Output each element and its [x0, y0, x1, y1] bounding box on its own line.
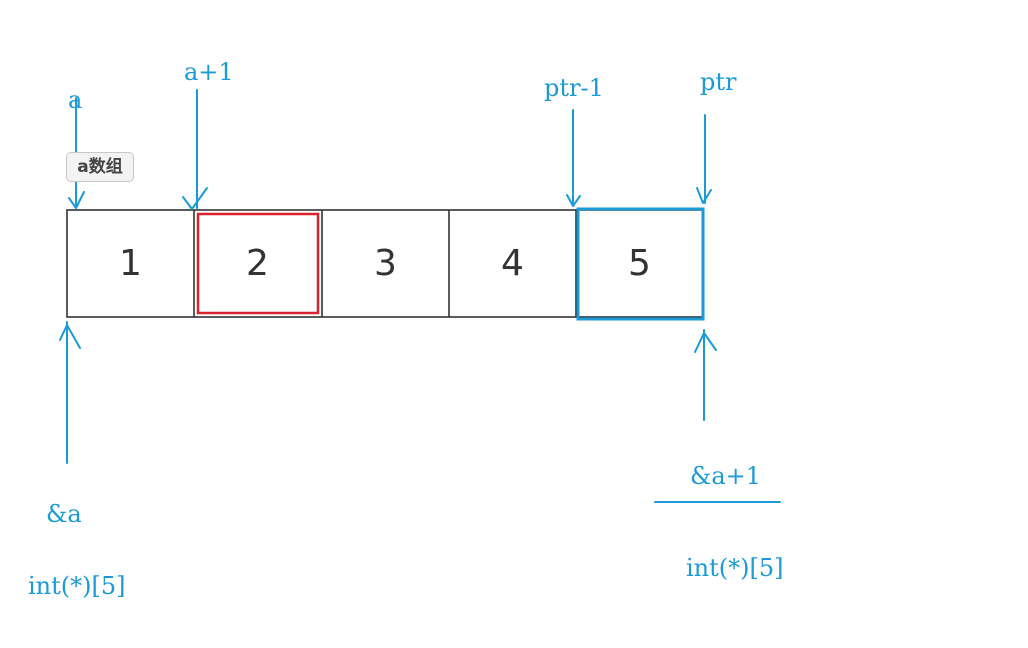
array-name-tag: a数组: [66, 152, 134, 182]
label-ptr: ptr: [700, 68, 737, 96]
arrow-ptr: [696, 114, 712, 204]
label-a-plus-1: a+1: [184, 58, 234, 86]
highlight-element-2: [196, 212, 320, 315]
arrow-a-plus-1: [182, 89, 208, 210]
label-address-of-a: &a: [46, 500, 82, 528]
arrow-address-of-a-plus-1: [694, 329, 717, 421]
label-address-of-a-type: int(*)[5]: [28, 572, 126, 600]
label-address-of-a-plus-1: &a+1: [690, 462, 762, 490]
label-ptr-minus-1: ptr-1: [544, 74, 604, 102]
array-cell-2: 2: [246, 243, 269, 284]
array-cell-5: 5: [628, 243, 651, 284]
arrow-address-of-a: [59, 321, 81, 464]
array-cell-1: 1: [119, 243, 142, 284]
label-a: a: [68, 86, 83, 114]
highlight-element-5: [576, 207, 705, 321]
array-cell-3: 3: [374, 243, 397, 284]
arrow-ptr-minus-1: [566, 109, 581, 207]
array-outline: [66, 209, 704, 318]
label-address-of-a-plus-1-type: int(*)[5]: [686, 554, 784, 582]
array-cell-4: 4: [501, 243, 524, 284]
array-border: [66, 209, 704, 318]
